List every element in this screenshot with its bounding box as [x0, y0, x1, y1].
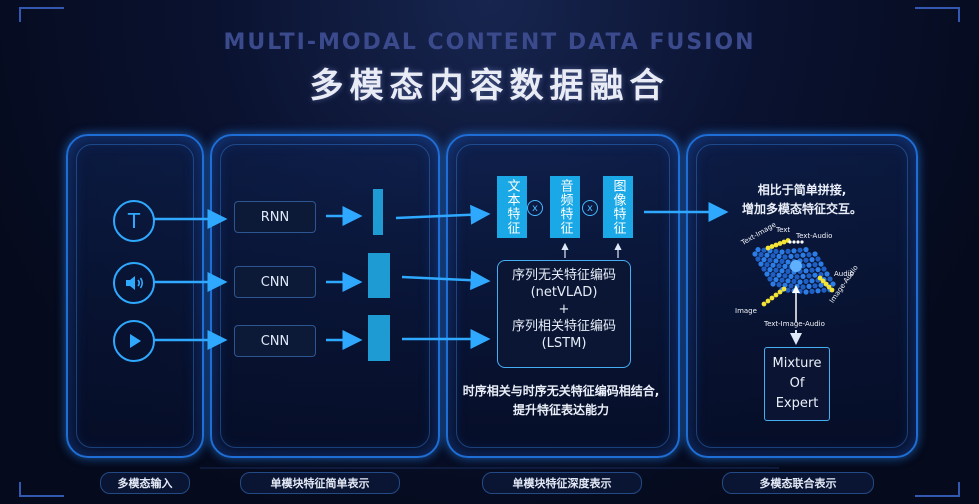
footer-deep-representation: 单模块特征深度表示 — [482, 472, 642, 494]
text-feature-box: 文本特征 — [497, 176, 527, 238]
audio-feature-box: 音频特征 — [550, 176, 580, 238]
audio-speaker-icon-svg — [126, 276, 144, 290]
deep-note: 时序相关与时序无关特征编码相结合, 提升特征表达能力 — [448, 382, 674, 420]
footer-multimodal-input: 多模态输入 — [100, 472, 190, 494]
title-chinese: 多模态内容数据融合 — [309, 66, 670, 106]
deep-note-line-1: 时序相关与时序无关特征编码相结合, — [462, 384, 660, 398]
encoder-line-5: (LSTM) — [541, 336, 587, 351]
text-t-icon: T — [113, 200, 155, 242]
cube-label-text-audio: Text-Audio — [796, 232, 833, 240]
image-feature-bar — [368, 315, 390, 361]
mixture-of-expert-box: Mixture Of Expert — [764, 347, 830, 421]
cnn-image-box: CNN — [234, 325, 316, 357]
encoder-line-2: (netVLAD) — [530, 285, 598, 300]
encoder-line-3: + — [558, 302, 570, 317]
fusion-note: 相比于简单拼接, 增加多模态特征交互。 — [722, 181, 882, 219]
feature-encoder-box: 序列无关特征编码 (netVLAD) + 序列相关特征编码 (LSTM) — [497, 260, 631, 368]
multiply-icon-2: x — [582, 200, 598, 216]
cube-label-image: Image — [735, 307, 757, 315]
audio-speaker-icon — [113, 262, 155, 304]
text-t-glyph: T — [127, 209, 141, 233]
moe-line-3: Expert — [775, 396, 819, 411]
cube-label-audio: Audio — [834, 270, 854, 278]
moe-line-2: Of — [789, 376, 805, 391]
rnn-box: RNN — [234, 201, 316, 233]
deep-note-line-2: 提升特征表达能力 — [512, 403, 609, 417]
footer-joint-representation: 多模态联合表示 — [722, 472, 874, 494]
moe-line-1: Mixture — [772, 356, 822, 371]
fusion-note-line-1: 相比于简单拼接, — [757, 183, 847, 197]
cnn-audio-box: CNN — [234, 266, 316, 298]
image-feature-box: 图像特征 — [603, 176, 633, 238]
cube-label-text: Text — [776, 226, 791, 234]
audio-feature-bar — [368, 253, 390, 298]
fusion-note-line-2: 增加多模态特征交互。 — [741, 202, 862, 216]
video-play-icon-svg — [130, 334, 141, 348]
encoder-line-4: 序列相关特征编码 — [511, 319, 616, 334]
text-feature-bar — [373, 189, 383, 235]
video-play-icon — [113, 320, 155, 362]
multiply-icon-1: x — [527, 200, 543, 216]
cube-label-text-image-audio: Text-Image-Audio — [764, 320, 825, 328]
title-english: MULTI-MODAL CONTENT DATA FUSION — [223, 30, 756, 55]
encoder-line-1: 序列无关特征编码 — [511, 268, 616, 283]
footer-simple-representation: 单模块特征简单表示 — [240, 472, 400, 494]
